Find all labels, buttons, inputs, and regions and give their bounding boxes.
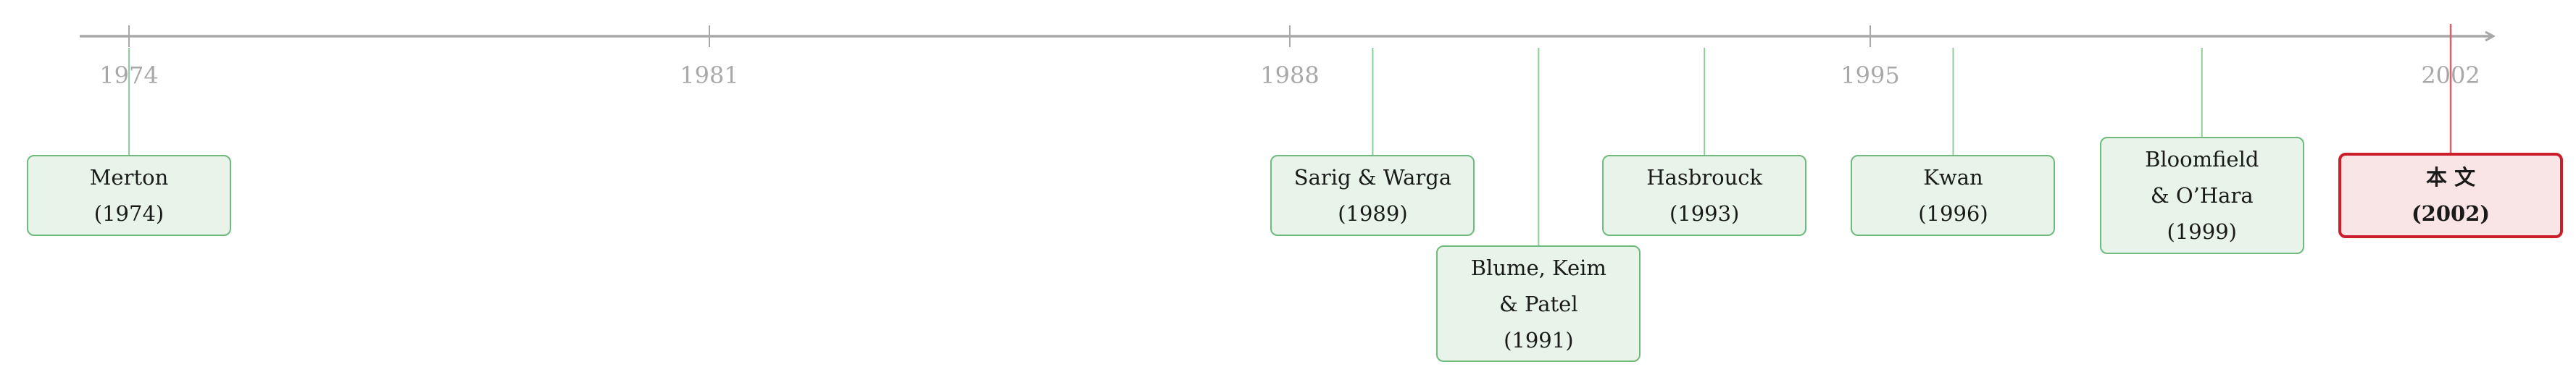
event-label-line: Hasbrouck — [1646, 165, 1763, 190]
event-label-line: (1989) — [1338, 201, 1408, 226]
event-label-line: & O’Hara — [2150, 183, 2254, 208]
event-label-line: Bloomfield — [2145, 147, 2259, 172]
event-box-bloomfield-ohara: Bloomfield & O’Hara (1999) — [2099, 137, 2304, 254]
event-box-blume-keim-patel: Blume, Keim & Patel (1991) — [1436, 245, 1641, 362]
event-label-line: Merton — [89, 165, 169, 190]
event-label-line: Sarig & Warga — [1293, 165, 1452, 190]
event-box-this-paper: 本 文 (2002) — [2338, 153, 2564, 238]
event-label-line: Blume, Keim — [1470, 255, 1606, 280]
axis-tick-label: 1981 — [680, 62, 738, 89]
event-box-kwan: Kwan (1996) — [1851, 155, 2056, 236]
axis-tick-label: 1995 — [1841, 62, 1899, 89]
event-label-line: (1996) — [1918, 201, 1988, 226]
event-box-merton: Merton (1974) — [27, 155, 231, 236]
event-label-line: (1974) — [93, 201, 164, 226]
event-label-line: (1993) — [1669, 201, 1740, 226]
event-label-line: & Patel — [1499, 291, 1578, 316]
event-label-line: (1999) — [2167, 219, 2237, 244]
event-label-line: Kwan — [1923, 165, 1983, 190]
event-box-sarig-warga: Sarig & Warga (1989) — [1270, 155, 1475, 236]
event-box-hasbrouck: Hasbrouck (1993) — [1602, 155, 1807, 236]
event-label-line: (2002) — [2411, 201, 2490, 226]
event-label-line: 本 文 — [2425, 165, 2476, 190]
event-label-line: (1991) — [1504, 327, 1574, 353]
axis-tick-label: 1988 — [1260, 62, 1319, 89]
